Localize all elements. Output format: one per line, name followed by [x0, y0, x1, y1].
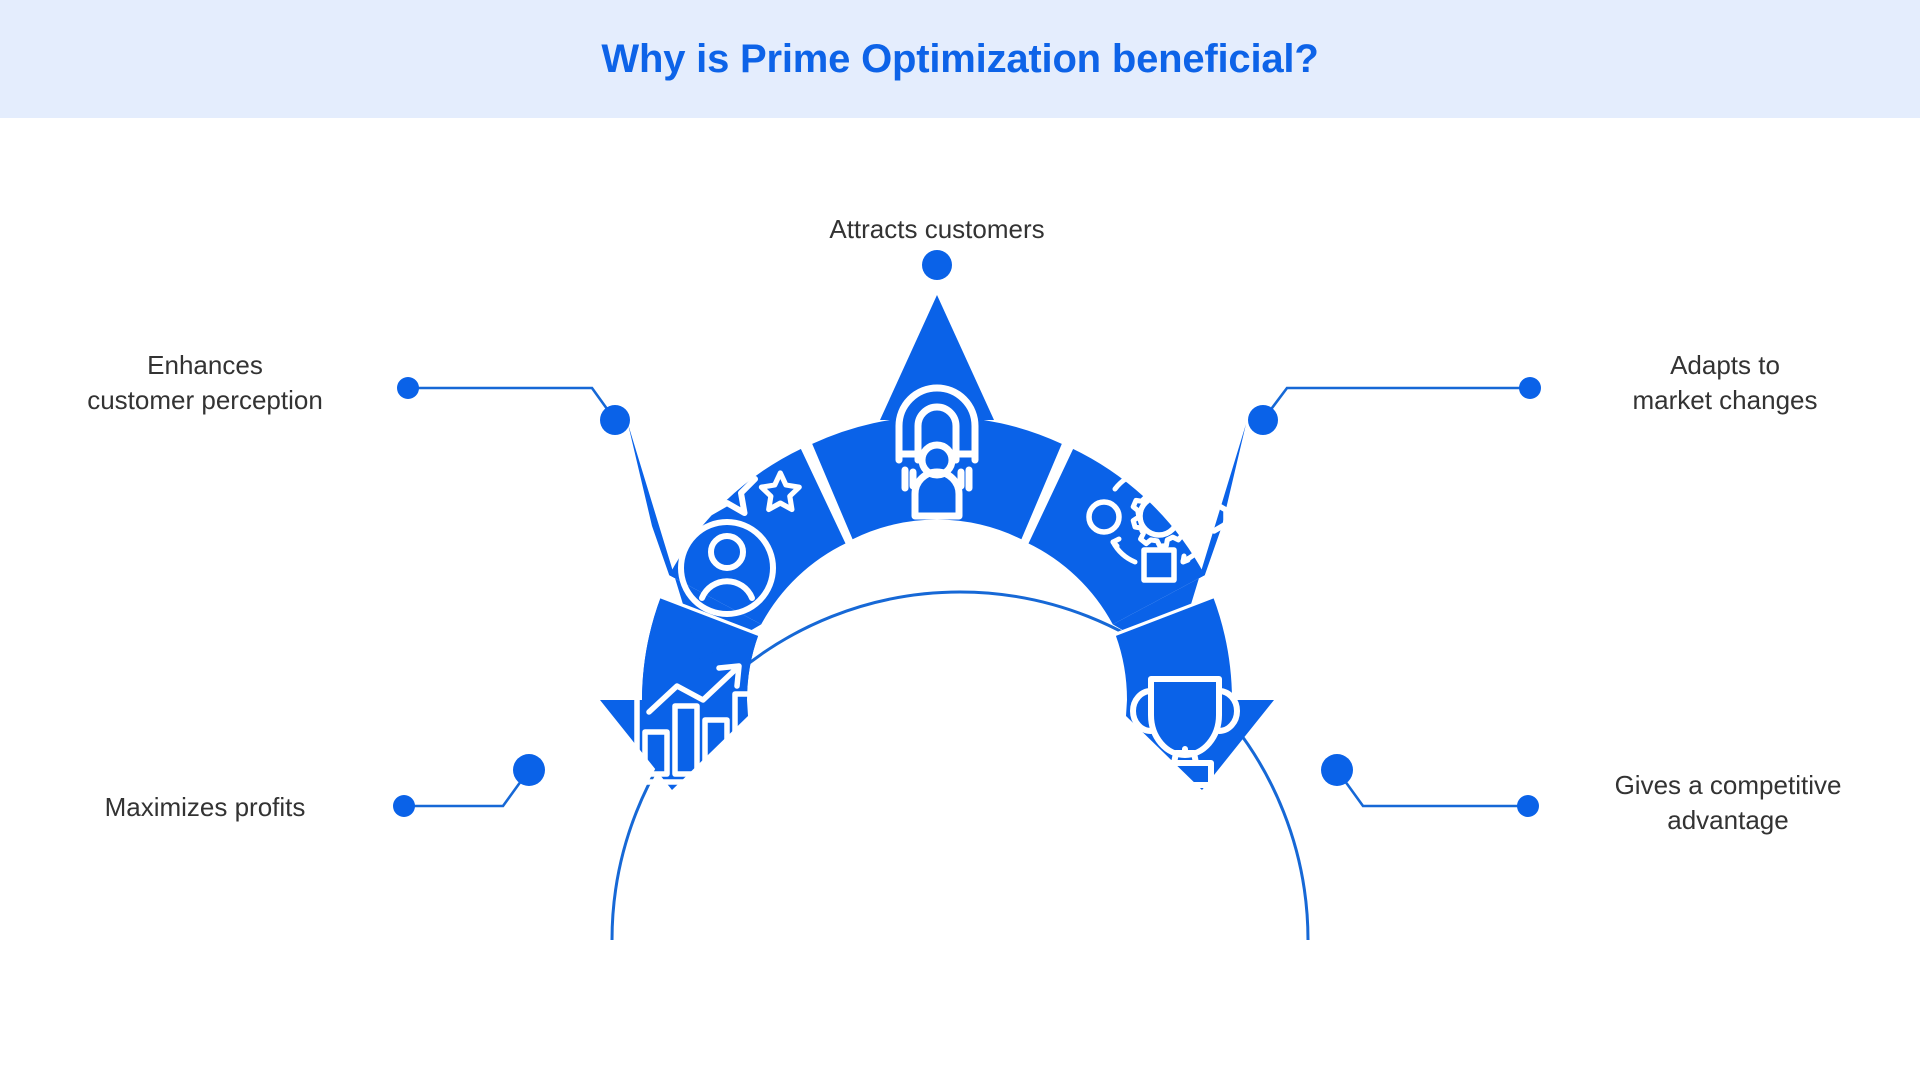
- segment-ring: [600, 295, 1274, 790]
- page-title: Why is Prime Optimization beneficial?: [601, 36, 1319, 81]
- segment-enhances-arrow-notch: [628, 424, 762, 660]
- segment-separators: [659, 446, 1215, 637]
- trophy-icon: [1130, 676, 1240, 800]
- bar-chart-growth-icon: [634, 663, 760, 785]
- arc-node-dots: [513, 250, 1353, 786]
- arc-dot-maximizes-profits: [513, 754, 545, 786]
- arc-dot-gives-a-competitive-advantage: [1321, 754, 1353, 786]
- label-dot-gives-a-competitive-advantage: [1517, 795, 1539, 817]
- label-gives-a-competitive-advantage: Gives a competitive advantage: [1614, 770, 1842, 835]
- segment-attracts-arrowhead: [880, 295, 994, 420]
- stars-person-icon: [652, 455, 802, 617]
- label-adapts-to-market-changes: Adapts to market changes: [1632, 350, 1818, 415]
- label-dot-enhances-customer-perception: [397, 377, 419, 399]
- magnet-person-icon: [895, 384, 979, 520]
- label-dot-maximizes-profits: [393, 795, 415, 817]
- label-dot-adapts-to-market-changes: [1519, 377, 1541, 399]
- connector-enhances-customer-perception: [408, 386, 617, 421]
- segment-gives-a-competitive-advantage-body: [1115, 596, 1274, 790]
- label-enhances-customer-perception: Enhances customer perception: [87, 350, 323, 415]
- connector-adapts-to-market-changes: [1261, 386, 1530, 421]
- label-attracts-customers: Attracts customers: [829, 214, 1045, 244]
- gear-shapes-cycle-icon: [1086, 457, 1229, 583]
- arc-dot-adapts-to-market-changes: [1248, 405, 1278, 435]
- label-maximizes-profits: Maximizes profits: [104, 792, 306, 822]
- connector-maximizes-profits: [404, 769, 531, 808]
- label-end-dots: [393, 377, 1541, 817]
- header-band: Why is Prime Optimization beneficial?: [0, 0, 1920, 118]
- connector-gives-a-competitive-advantage: [1335, 769, 1528, 808]
- arc-dot-attracts-customers: [922, 250, 952, 280]
- arc-dot-enhances-customer-perception: [600, 405, 630, 435]
